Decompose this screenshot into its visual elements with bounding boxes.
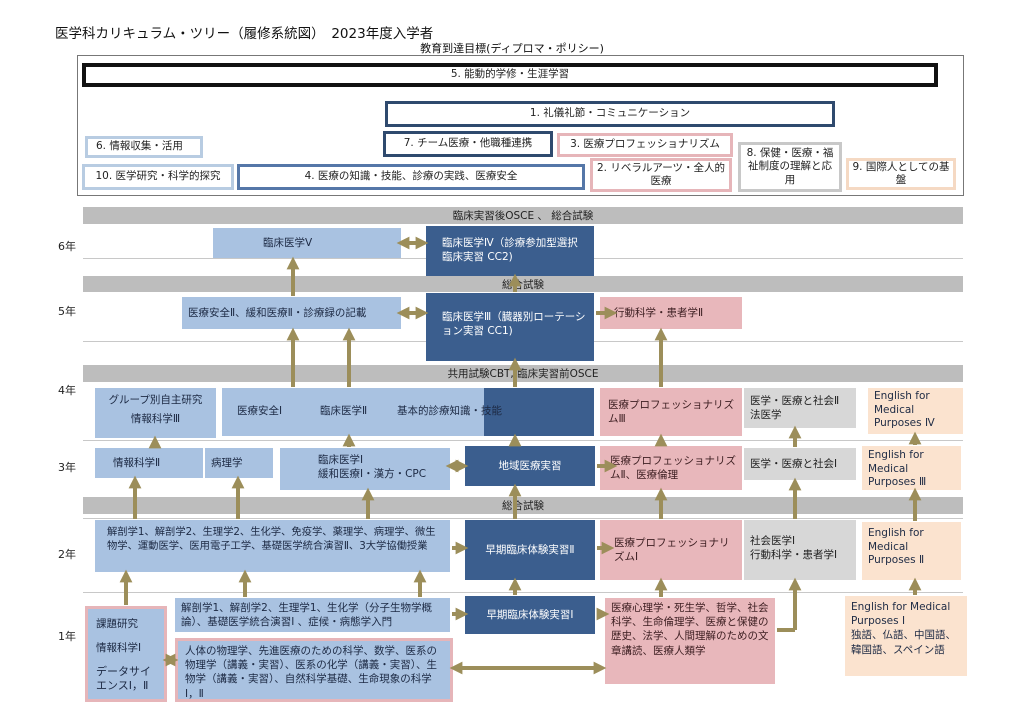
course-professionalism-2: 医療プロフェッショナリズムⅡ、医療倫理 xyxy=(600,446,742,490)
goal-8: 8. 保健・医療・福祉制度の理解と応用 xyxy=(738,142,842,192)
course-info-science-2: 情報科学Ⅱ xyxy=(95,448,203,478)
goal-1: 1. 礼儀礼節・コミュニケーション xyxy=(385,101,835,127)
course-pathology: 病理学 xyxy=(205,448,273,478)
year-label-3: 3年 xyxy=(58,461,76,474)
course-data-science-label: データサイエンスⅠ，Ⅱ xyxy=(96,665,151,693)
page-title: 医学科カリキュラム・ツリー（履修系統図） 2023年度入学者 xyxy=(55,26,434,42)
diploma-policy-heading: 教育到達目標(ディプロマ・ポリシー) xyxy=(420,42,604,55)
grid-line xyxy=(83,518,963,519)
course-research-project-label: 課題研究 xyxy=(96,618,138,630)
course-medicine-society-2: 医学・医療と社会Ⅱ 法医学 xyxy=(744,388,856,428)
course-early-clinical-1: 早期臨床体験実習Ⅰ xyxy=(465,596,595,634)
course-year4-clinical-block xyxy=(222,388,484,436)
course-info-science-3-label: 情報科学Ⅲ xyxy=(130,413,181,426)
goal-10: 10. 医学研究・科学的探究 xyxy=(82,164,234,190)
course-english-1-label: English for Medical Purposes Ⅰ xyxy=(851,601,951,628)
goal-3: 3. 医療プロフェッショナリズム xyxy=(557,133,733,157)
course-clinical-medicine-2: 臨床医学Ⅱ xyxy=(320,405,368,417)
year-label-4: 4年 xyxy=(58,384,76,397)
course-liberal-arts: 医療心理学・死生学、哲学、社会科学、生命倫理学、医療と保健の歴史、法学、人間理解… xyxy=(605,598,775,684)
course-english-3: English for Medical Purposes Ⅲ xyxy=(862,446,961,490)
course-social-medicine-1-label: 社会医学Ⅰ xyxy=(750,535,796,547)
course-medical-safety-1: 医療安全Ⅰ xyxy=(237,405,283,417)
course-english-2: English for Medical Purposes Ⅱ xyxy=(862,522,961,580)
course-medicine-society-2-label: 医学・医療と社会Ⅱ xyxy=(750,395,840,407)
course-research-project: 課題研究 情報科学Ⅰ データサイエンスⅠ，Ⅱ xyxy=(85,606,167,702)
course-palliative-care-1-label: 緩和医療Ⅰ・漢方・CPC xyxy=(318,468,427,481)
course-social-medicine-1: 社会医学Ⅰ 行動科学・患者学Ⅰ xyxy=(744,520,856,580)
course-behavioral-science-1-label: 行動科学・患者学Ⅰ xyxy=(750,549,838,562)
course-professionalism-1: 医療プロフェッショナリズムⅠ xyxy=(600,520,742,580)
goals-frame xyxy=(77,55,964,196)
course-clinical-medicine-3: 臨床医学Ⅲ（臓器別ローテーション実習 CC1) xyxy=(426,293,594,361)
course-clinical-medicine-1-label: 臨床医学Ⅰ xyxy=(318,454,364,466)
year-label-1: 1年 xyxy=(58,630,76,643)
course-professionalism-3: 医療プロフェッショナリズムⅢ xyxy=(600,388,742,436)
course-year4-basic-block xyxy=(484,388,594,436)
goal-4: 4. 医療の知識・技能、診療の実践、医療安全 xyxy=(237,164,585,190)
exam-band-general-exam-5: 総合試験 xyxy=(83,276,963,292)
course-basic-medicine-2: 解剖学1、解剖学2、生理学2、生化学、免疫学、薬理学、病理学、微生物学、運動医学… xyxy=(95,520,450,572)
course-group-research: グループ別自主研究 情報科学Ⅲ xyxy=(95,388,216,438)
course-behavioral-science-2: 行動科学・患者学Ⅱ xyxy=(600,297,742,329)
course-basic-clinical-skills: 基本的診療知識・技能 xyxy=(397,405,502,417)
year-label-5: 5年 xyxy=(58,305,76,318)
course-clinical-medicine-5: 臨床医学Ⅴ xyxy=(213,228,401,258)
course-community-medicine: 地域医療実習 xyxy=(465,446,595,486)
exam-band-general-exam-2: 総合試験 xyxy=(83,497,963,514)
grid-line xyxy=(83,592,963,593)
course-natural-science: 人体の物理学、先進医療のための科学、数学、医系の物理学（講義・実習）、医系の化学… xyxy=(175,638,453,702)
course-group-research-label: グループ別自主研究 xyxy=(108,394,203,406)
goal-5: 5. 能動的学修・生涯学習 xyxy=(82,63,938,87)
grid-line xyxy=(83,440,963,441)
exam-band-osce-final: 臨床実習後OSCE 、 総合試験 xyxy=(83,207,963,224)
course-basic-medicine-1: 解剖学1、解剖学2、生理学1、生化学（分子生物学概論）、基礎医学統合演習Ⅰ 、症… xyxy=(175,598,450,632)
goal-7: 7. チーム医療・他職種連携 xyxy=(383,131,553,157)
course-clinical-medicine-4: 臨床医学Ⅳ（診療参加型選択臨床実習 CC2) xyxy=(426,226,594,276)
exam-band-cbt-osce: 共用試験CBT, 臨床実習前OSCE xyxy=(83,365,963,382)
goal-6: 6. 情報収集・活用 xyxy=(85,136,203,158)
course-english-4: English for Medical Purposes Ⅳ xyxy=(868,388,963,434)
goal-2: 2. リベラルアーツ・全人的医療 xyxy=(590,158,732,192)
course-english-1: English for Medical Purposes Ⅰ 独語、仏語、中国語… xyxy=(845,596,967,676)
course-info-science-1-label: 情報科学Ⅰ xyxy=(96,642,142,655)
course-medical-safety-2: 医療安全Ⅱ、緩和医療Ⅱ・診療録の記載 xyxy=(182,297,401,329)
course-medicine-society-1: 医学・医療と社会Ⅰ xyxy=(744,448,856,480)
goal-9: 9. 国際人としての基盤 xyxy=(846,158,956,190)
course-forensic-medicine-label: 法医学 xyxy=(750,409,782,422)
course-clinical-medicine-1: 臨床医学Ⅰ 緩和医療Ⅰ・漢方・CPC xyxy=(280,448,450,490)
course-second-languages-label: 独語、仏語、中国語、韓国語、スペイン語 xyxy=(851,629,956,656)
year-label-6: 6年 xyxy=(58,240,76,253)
year-label-2: 2年 xyxy=(58,548,76,561)
course-early-clinical-2: 早期臨床体験実習Ⅱ xyxy=(465,520,595,580)
